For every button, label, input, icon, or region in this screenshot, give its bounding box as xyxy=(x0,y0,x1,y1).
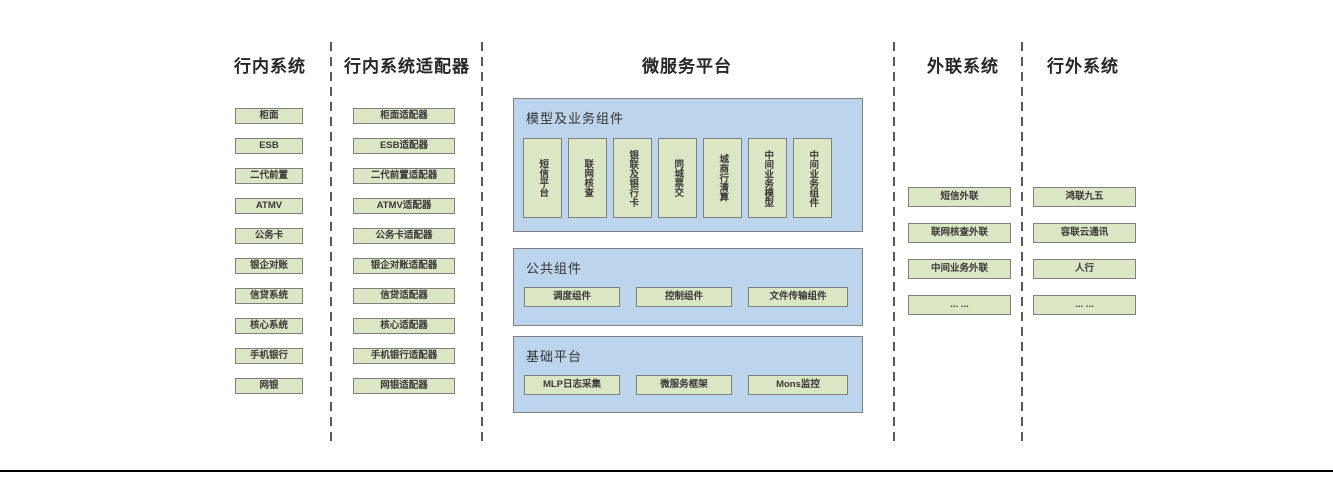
model-component-box: 同城票交 xyxy=(658,138,697,218)
base-platform-box: 微服务框架 xyxy=(636,375,732,395)
internal-system-box: 网银 xyxy=(235,378,303,394)
separator-platform-external xyxy=(893,42,895,442)
panel-label: 公共组件 xyxy=(526,261,583,276)
internal-system-box: ESB xyxy=(235,138,303,154)
model-component-box: 城商行清算 xyxy=(703,138,742,218)
common-component-box: 控制组件 xyxy=(636,287,732,307)
internal-system-box: ATMV xyxy=(235,198,303,214)
common-component-box: 文件传输组件 xyxy=(748,287,848,307)
panel-common-components: 公共组件 调度组件控制组件文件传输组件 xyxy=(513,248,863,326)
model-component-box: 中间业务模型 xyxy=(748,138,787,218)
internal-system-box: 公务卡 xyxy=(235,228,303,244)
adapter-box: ATMV适配器 xyxy=(353,198,455,214)
external-link-box: 短信外联 xyxy=(908,187,1011,207)
internal-system-box: 手机银行 xyxy=(235,348,303,364)
column-header-internal-adapters: 行内系统适配器 xyxy=(344,57,470,76)
outside-system-box: 鸿联九五 xyxy=(1033,187,1136,207)
internal-system-box: 核心系统 xyxy=(235,318,303,334)
common-components-row: 调度组件控制组件文件传输组件 xyxy=(524,287,848,307)
column-header-microservice-platform: 微服务平台 xyxy=(642,57,732,76)
adapter-box: 核心适配器 xyxy=(353,318,455,334)
external-link-box: 中间业务外联 xyxy=(908,259,1011,279)
outside-system-box: 人行 xyxy=(1033,259,1136,279)
internal-system-box: 二代前置 xyxy=(235,168,303,184)
external-link-box: ... ... xyxy=(908,295,1011,315)
internal-systems-list: 柜面 ESB 二代前置 ATMV 公务卡银企对账信贷系统核心系统手机银行网银 xyxy=(235,108,303,394)
internal-adapters-list: 柜面适配器 ESB适配器二代前置适配器 ATMV适配器公务卡适配器银企对账适配器信贷… xyxy=(353,108,455,394)
panel-model-business-components: 模型及业务组件 短信平台联网核查银联及银行卡同城票交城商行清算中间业务模型中间业… xyxy=(513,98,863,232)
separator-adapters-platform xyxy=(481,42,483,442)
model-component-box: 联网核查 xyxy=(568,138,607,218)
external-link-systems-list: 短信外联联网核查外联中间业务外联 ... ... xyxy=(908,187,1011,315)
adapter-box: 网银适配器 xyxy=(353,378,455,394)
outside-system-box: ... ... xyxy=(1033,295,1136,315)
panel-base-platform: 基础平台 MLP日志采集微服务框架 Mons监控 xyxy=(513,336,863,413)
column-header-internal-systems: 行内系统 xyxy=(234,57,306,76)
base-platform-row: MLP日志采集微服务框架 Mons监控 xyxy=(524,375,848,395)
model-component-box: 短信平台 xyxy=(523,138,562,218)
adapter-box: 二代前置适配器 xyxy=(353,168,455,184)
column-header-external-link-systems: 外联系统 xyxy=(927,57,999,76)
base-platform-box: MLP日志采集 xyxy=(524,375,620,395)
panel-label: 基础平台 xyxy=(526,349,583,364)
outside-systems-list: 鸿联九五容联云通讯人行 ... ... xyxy=(1033,187,1136,315)
internal-system-box: 柜面 xyxy=(235,108,303,124)
model-components-row: 短信平台联网核查银联及银行卡同城票交城商行清算中间业务模型中间业务组件 xyxy=(523,138,832,218)
base-platform-box: Mons监控 xyxy=(748,375,848,395)
panel-label: 模型及业务组件 xyxy=(526,111,625,126)
model-component-box: 中间业务组件 xyxy=(793,138,832,218)
separator-internal-adapters xyxy=(330,42,332,442)
model-component-box: 银联及银行卡 xyxy=(613,138,652,218)
adapter-box: 信贷适配器 xyxy=(353,288,455,304)
common-component-box: 调度组件 xyxy=(524,287,620,307)
internal-system-box: 银企对账 xyxy=(235,258,303,274)
adapter-box: 银企对账适配器 xyxy=(353,258,455,274)
adapter-box: 公务卡适配器 xyxy=(353,228,455,244)
adapter-box: 柜面适配器 xyxy=(353,108,455,124)
separator-external-outside xyxy=(1021,42,1023,442)
adapter-box: ESB适配器 xyxy=(353,138,455,154)
column-header-outside-systems: 行外系统 xyxy=(1047,57,1119,76)
outside-system-box: 容联云通讯 xyxy=(1033,223,1136,243)
external-link-box: 联网核查外联 xyxy=(908,223,1011,243)
internal-system-box: 信贷系统 xyxy=(235,288,303,304)
bottom-rule xyxy=(0,470,1333,472)
adapter-box: 手机银行适配器 xyxy=(353,348,455,364)
